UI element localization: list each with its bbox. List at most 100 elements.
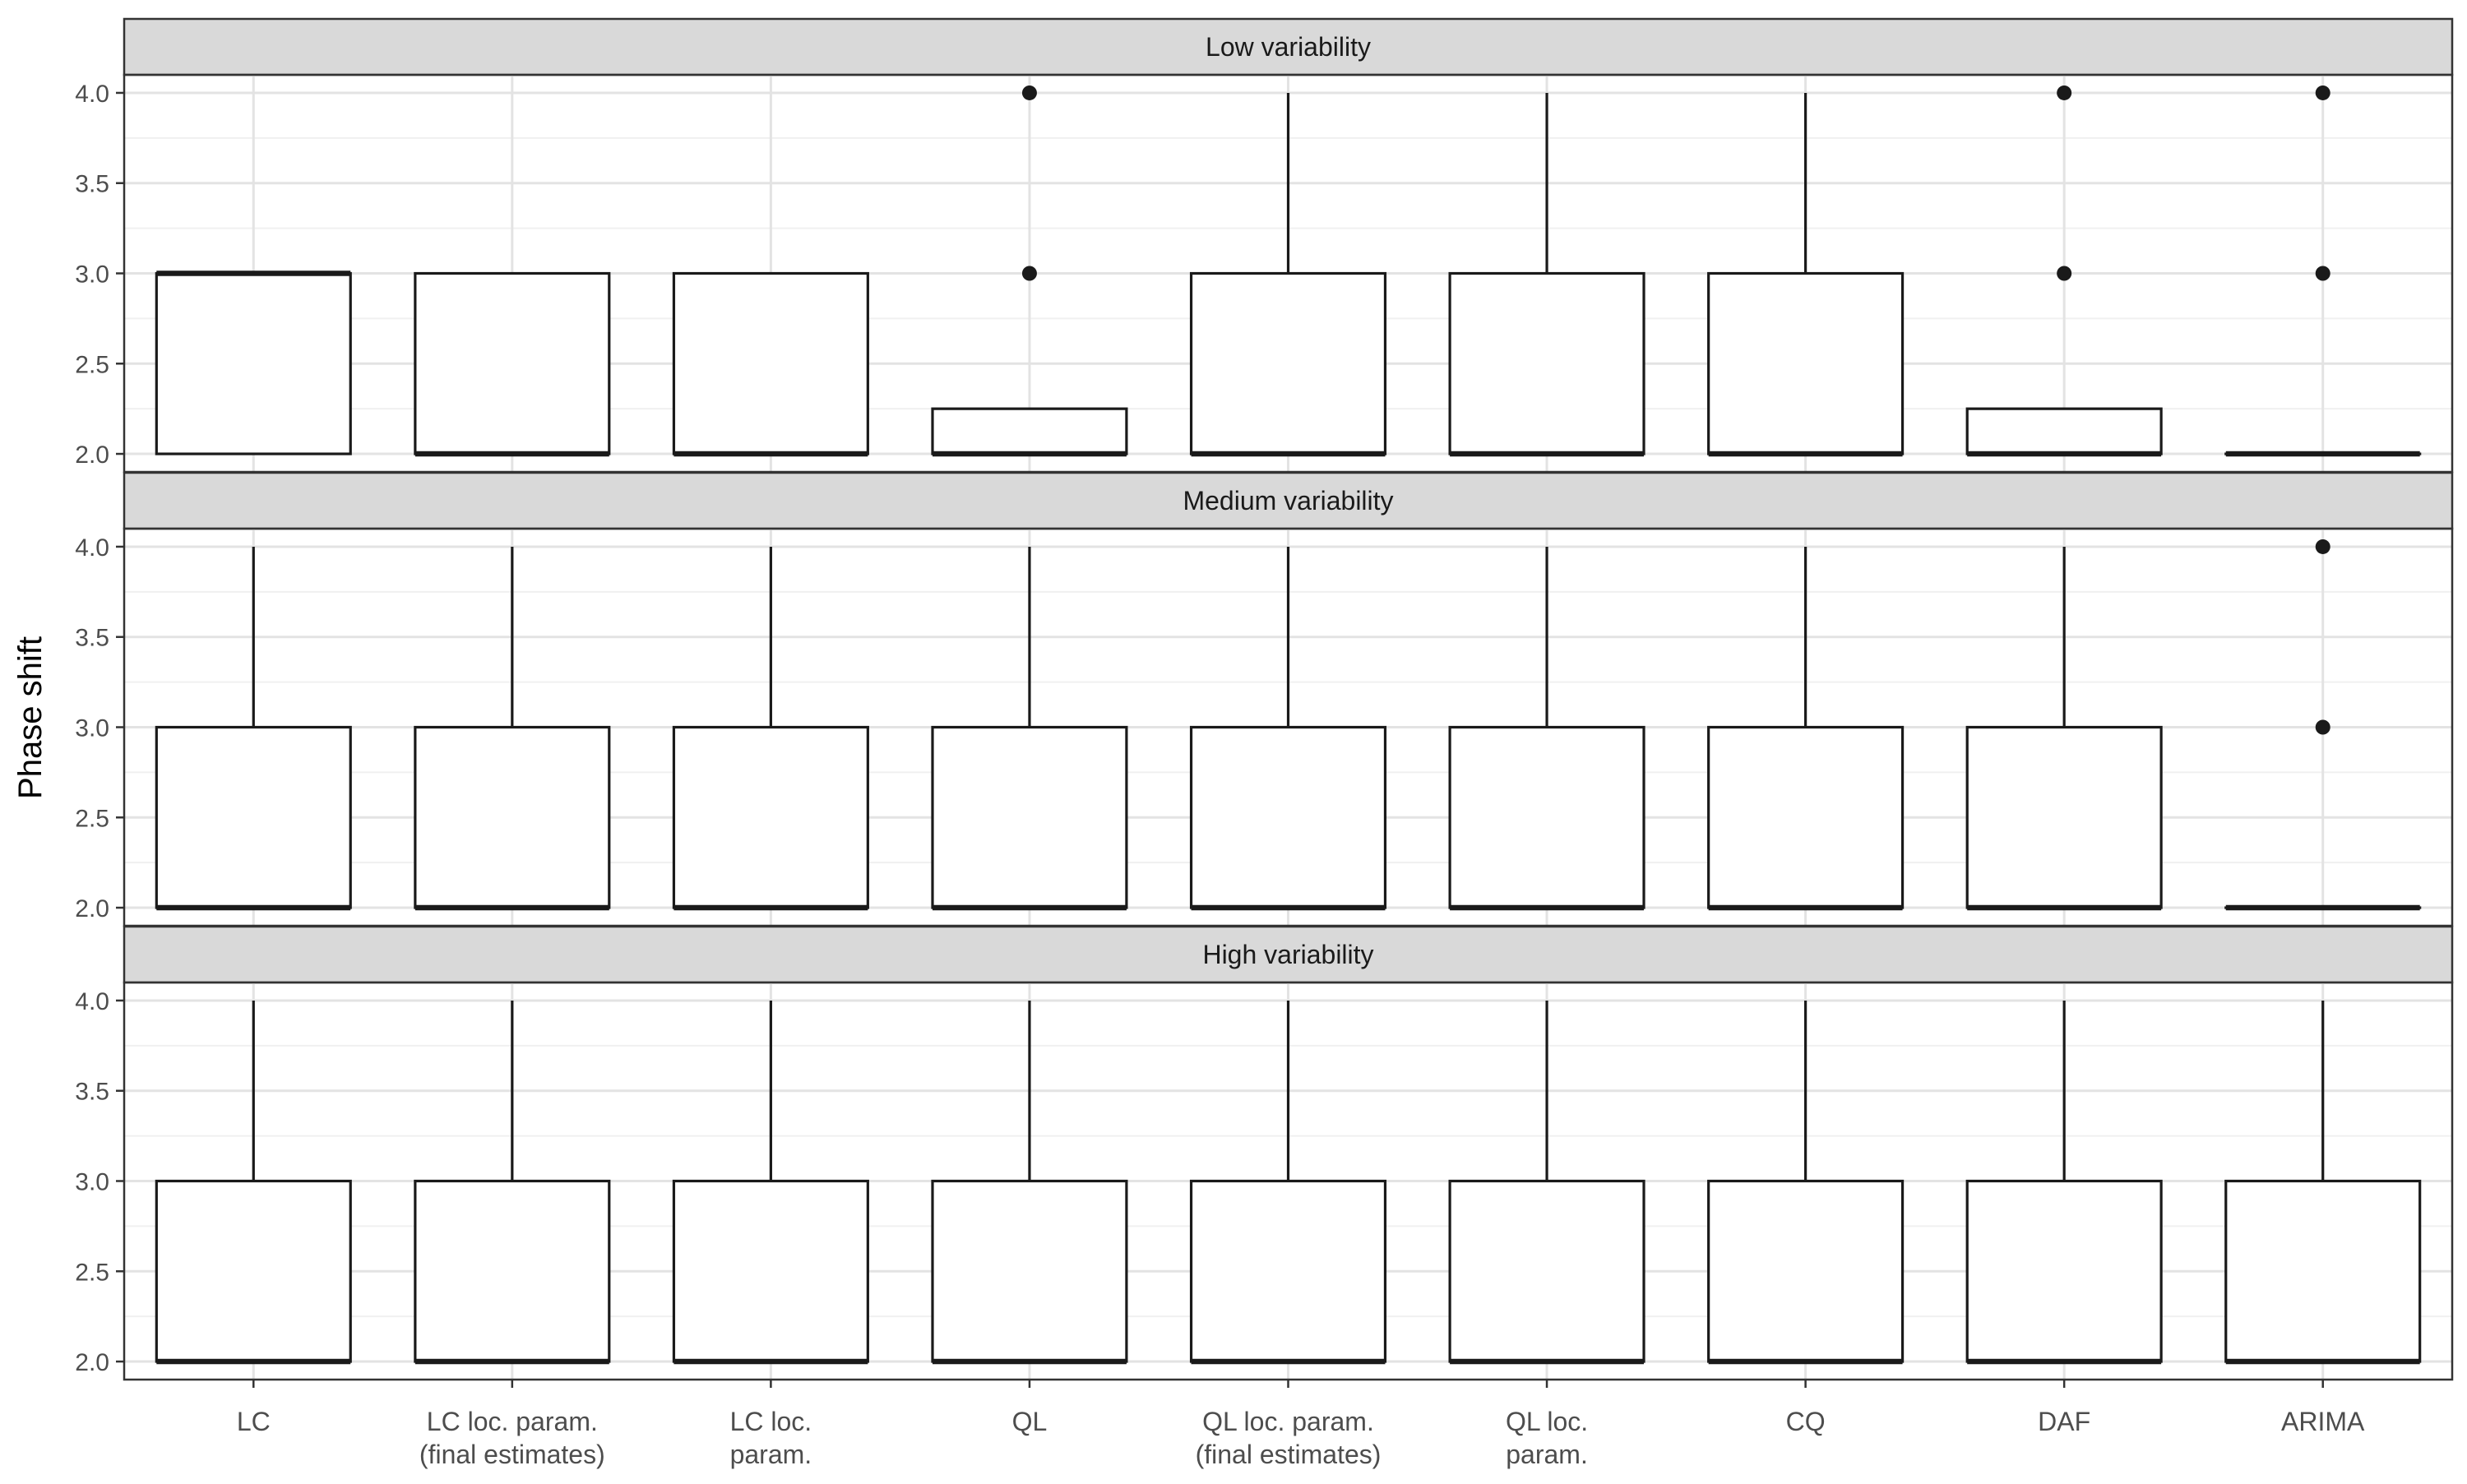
box — [1192, 1181, 1386, 1362]
outlier-point — [1022, 266, 1037, 281]
x-tick-label: QL loc. param. (final estimates) — [1196, 1407, 1382, 1469]
box — [1709, 274, 1903, 455]
x-tick-label: DAF — [2038, 1407, 2090, 1436]
y-tick-label: 3.5 — [75, 625, 109, 652]
x-tick-label: LC loc. param. — [730, 1407, 812, 1469]
box — [933, 728, 1127, 908]
box — [1967, 728, 2161, 908]
box-group — [1450, 93, 1644, 454]
x-tick-label-line: param. — [730, 1440, 812, 1469]
y-tick-label: 2.0 — [75, 1349, 109, 1376]
facet-panel: High variability 2.0 2.5 3.0 3.5 4.0 — [75, 927, 2452, 1380]
box-group — [1967, 1001, 2161, 1361]
box — [2226, 1181, 2420, 1362]
y-tick-label: 2.5 — [75, 1259, 109, 1286]
box — [1450, 1181, 1644, 1362]
box — [156, 1181, 350, 1362]
box — [1192, 728, 1386, 908]
outlier-point — [1022, 86, 1037, 100]
box-group — [933, 1001, 1127, 1361]
box-group — [1192, 93, 1386, 454]
facet-panel: Low variability 2.0 2.5 3.0 3.5 4.0 — [75, 19, 2452, 472]
box-group — [673, 547, 868, 908]
outlier-point — [2057, 266, 2071, 281]
outlier-point — [2316, 539, 2330, 554]
x-tick-label-line: CQ — [1786, 1407, 1826, 1436]
y-tick-label: 3.5 — [75, 1079, 109, 1106]
box-group — [1709, 93, 1903, 454]
outlier-point — [2316, 266, 2330, 281]
box-group — [1967, 547, 2161, 908]
x-tick-label-line: LC loc. — [730, 1407, 812, 1436]
box — [415, 728, 609, 908]
box — [1450, 274, 1644, 455]
y-tick-label: 3.0 — [75, 1169, 109, 1196]
x-tick-label-line: DAF — [2038, 1407, 2090, 1436]
outlier-point — [2316, 720, 2330, 735]
box — [933, 1181, 1127, 1362]
x-tick-label: CQ — [1786, 1407, 1826, 1436]
facet-title: High variability — [1202, 940, 1373, 969]
box-group — [156, 1001, 350, 1361]
box — [415, 274, 609, 455]
x-tick-label-line: (final estimates) — [1196, 1440, 1382, 1469]
y-tick-label: 4.0 — [75, 988, 109, 1015]
box — [673, 274, 868, 455]
box-group — [415, 1001, 609, 1361]
box-group — [415, 274, 609, 455]
box — [415, 1181, 609, 1362]
x-tick-label: LC loc. param.(final estimates) — [419, 1407, 605, 1469]
facet-title: Low variability — [1206, 32, 1371, 62]
box-group — [1450, 1001, 1644, 1361]
y-axis-label: Phase shift — [12, 636, 49, 799]
y-tick-label: 3.0 — [75, 715, 109, 742]
box — [673, 1181, 868, 1362]
x-tick-label: LC — [237, 1407, 271, 1436]
y-tick-label: 3.0 — [75, 261, 109, 289]
y-tick-label: 3.5 — [75, 171, 109, 198]
box-group — [1709, 1001, 1903, 1361]
x-tick-label: ARIMA — [2281, 1407, 2365, 1436]
x-tick-label-line: QL loc. param. — [1202, 1407, 1374, 1436]
y-tick-label: 2.5 — [75, 351, 109, 378]
facet-title: Medium variability — [1183, 486, 1393, 515]
box-group — [673, 274, 868, 455]
box-group — [415, 547, 609, 908]
box — [1967, 409, 2161, 454]
outlier-point — [2057, 86, 2071, 100]
y-tick-label: 2.0 — [75, 895, 109, 922]
y-tick-label: 4.0 — [75, 81, 109, 108]
y-tick-label: 2.0 — [75, 442, 109, 469]
x-tick-label: QL — [1012, 1407, 1048, 1436]
box-group — [1709, 547, 1903, 908]
x-tick-label-line: (final estimates) — [419, 1440, 605, 1469]
box — [1709, 728, 1903, 908]
x-tick-label: QL loc. param. — [1506, 1407, 1588, 1469]
box-group — [1450, 547, 1644, 908]
box-group — [1192, 1001, 1386, 1361]
box — [1709, 1181, 1903, 1362]
box-group — [156, 274, 350, 455]
x-tick-label-line: QL — [1012, 1407, 1048, 1436]
box — [933, 409, 1127, 454]
box-group — [673, 1001, 868, 1361]
box — [156, 728, 350, 908]
box — [673, 728, 868, 908]
box — [1967, 1181, 2161, 1362]
x-tick-label-line: ARIMA — [2281, 1407, 2365, 1436]
box — [1450, 728, 1644, 908]
box-group — [156, 547, 350, 908]
box — [156, 274, 350, 455]
outlier-point — [2316, 86, 2330, 100]
y-tick-label: 4.0 — [75, 534, 109, 562]
box — [1192, 274, 1386, 455]
x-tick-label-line: param. — [1506, 1440, 1588, 1469]
x-tick-label-line: QL loc. — [1506, 1407, 1588, 1436]
x-tick-label-line: LC — [237, 1407, 271, 1436]
box-group — [2226, 1001, 2420, 1361]
